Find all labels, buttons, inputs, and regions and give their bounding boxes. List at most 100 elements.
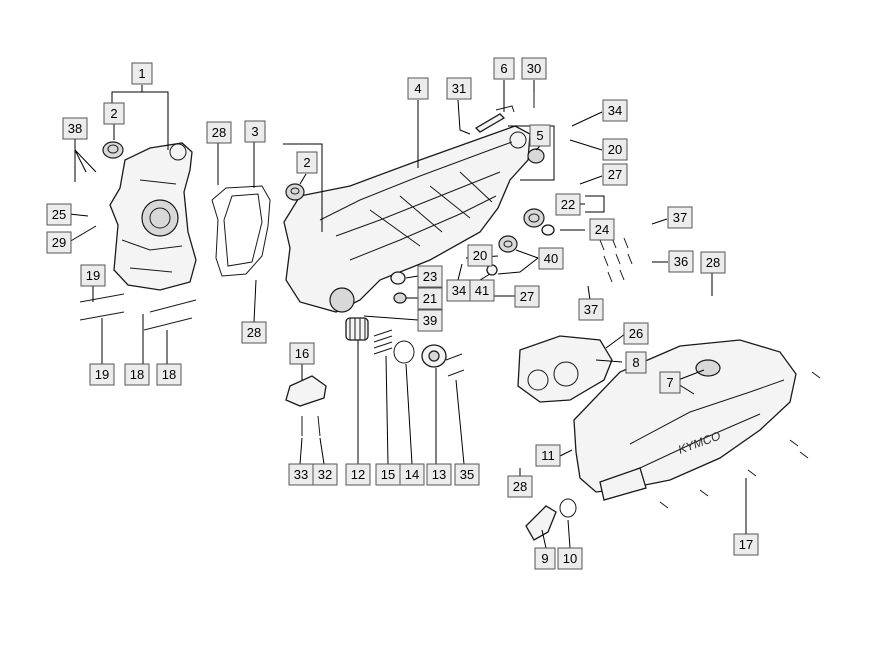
callout-8: 8 — [625, 351, 647, 374]
callout-28c: 28 — [241, 321, 267, 344]
callout-27a-text: 27 — [608, 167, 622, 182]
seal-part-2a — [102, 141, 124, 159]
pin-part-6 — [474, 105, 515, 133]
callout-16-text: 16 — [295, 346, 309, 361]
callout-41: 41 — [469, 279, 495, 302]
callout-37b-text: 37 — [584, 302, 598, 317]
callout-19b: 19 — [89, 363, 115, 386]
callout-30-text: 30 — [527, 61, 541, 76]
callout-33-text: 33 — [294, 467, 308, 482]
cap-part-13 — [421, 344, 447, 368]
callout-7: 7 — [659, 371, 681, 394]
duct-part-9 — [525, 505, 557, 541]
callout-28c-text: 28 — [247, 325, 261, 340]
callout-19a-text: 19 — [86, 268, 100, 283]
callout-17: 17 — [733, 533, 759, 556]
callout-31: 31 — [446, 77, 472, 100]
filter-part-12 — [345, 317, 369, 341]
callout-18b-text: 18 — [162, 367, 176, 382]
callout-29: 29 — [46, 231, 72, 254]
callout-12-text: 12 — [351, 467, 365, 482]
bolt-part-32 — [317, 415, 321, 437]
callout-26: 26 — [623, 322, 649, 345]
callout-13-text: 13 — [432, 467, 446, 482]
callout-27b: 27 — [514, 285, 540, 308]
cover-bolts-part-17 — [659, 371, 821, 509]
callout-14: 14 — [399, 463, 425, 486]
left-crankcase-part — [283, 125, 531, 313]
callout-21-text: 21 — [423, 291, 437, 306]
callout-1: 1 — [131, 62, 153, 85]
callout-37a-text: 37 — [673, 210, 687, 225]
callout-41-text: 41 — [475, 283, 489, 298]
callout-10: 10 — [557, 547, 583, 570]
callout-28d-text: 28 — [513, 479, 527, 494]
callout-34a: 34 — [602, 99, 628, 122]
callout-35-text: 35 — [460, 467, 474, 482]
callout-34a-text: 34 — [608, 103, 622, 118]
callout-2a-text: 2 — [110, 106, 117, 121]
oring-part-14 — [393, 340, 415, 364]
callout-15: 15 — [375, 463, 401, 486]
callout-14-text: 14 — [405, 467, 419, 482]
callout-5: 5 — [529, 124, 551, 147]
callout-20b-text: 20 — [473, 248, 487, 263]
callout-18a: 18 — [124, 363, 150, 386]
callout-4: 4 — [407, 77, 429, 100]
callout-31-text: 31 — [452, 81, 466, 96]
callout-11: 11 — [535, 444, 561, 467]
callout-29-text: 29 — [52, 235, 66, 250]
callout-8-text: 8 — [632, 355, 639, 370]
callout-20b: 20 — [467, 244, 493, 267]
callout-34b-text: 34 — [452, 283, 466, 298]
callout-28b: 28 — [700, 251, 726, 274]
long-bolts-part-18-19 — [79, 293, 197, 331]
callout-30: 30 — [521, 57, 547, 80]
callout-22: 22 — [555, 193, 581, 216]
callout-37a: 37 — [667, 206, 693, 229]
callout-25: 25 — [46, 203, 72, 226]
callout-35: 35 — [454, 463, 480, 486]
callout-24-text: 24 — [595, 222, 609, 237]
callout-24: 24 — [589, 218, 615, 241]
callout-28a: 28 — [206, 121, 232, 144]
callout-2b: 2 — [296, 151, 318, 174]
callout-26-text: 26 — [629, 326, 643, 341]
callout-28b-text: 28 — [706, 255, 720, 270]
bearing-part-22 — [523, 208, 545, 228]
callout-36: 36 — [668, 250, 694, 273]
callout-1-text: 1 — [138, 66, 145, 81]
callout-6-text: 6 — [500, 61, 507, 76]
callout-9-text: 9 — [541, 551, 548, 566]
bolt-part-35 — [445, 353, 465, 377]
spring-part-15 — [373, 329, 393, 355]
callout-18b: 18 — [156, 363, 182, 386]
callout-40-text: 40 — [544, 251, 558, 266]
callout-20a: 20 — [602, 138, 628, 161]
callout-5-text: 5 — [536, 128, 543, 143]
bracket-part-16 — [285, 375, 327, 407]
callout-10-text: 10 — [563, 551, 577, 566]
callout-3-text: 3 — [251, 124, 258, 139]
callout-34b: 34 — [446, 279, 472, 302]
callout-37b: 37 — [578, 298, 604, 321]
callout-16: 16 — [289, 342, 315, 365]
callout-27b-text: 27 — [520, 289, 534, 304]
callout-39-text: 39 — [423, 313, 437, 328]
callout-36-text: 36 — [674, 254, 688, 269]
callout-21: 21 — [417, 287, 443, 310]
callout-38-text: 38 — [68, 121, 82, 136]
crankcase-cover-part-11: KYMCO — [573, 339, 797, 501]
callout-22-text: 22 — [561, 197, 575, 212]
plug-part-21 — [393, 292, 407, 304]
callout-11-text: 11 — [541, 448, 555, 463]
right-crankcase-part — [109, 142, 197, 291]
callout-17-text: 17 — [739, 537, 753, 552]
seal-part-23 — [390, 271, 406, 285]
callout-13: 13 — [426, 463, 452, 486]
bearing-part-40 — [498, 235, 518, 253]
callout-23: 23 — [417, 265, 443, 288]
callout-38: 38 — [62, 117, 88, 140]
callout-19a: 19 — [80, 264, 106, 287]
